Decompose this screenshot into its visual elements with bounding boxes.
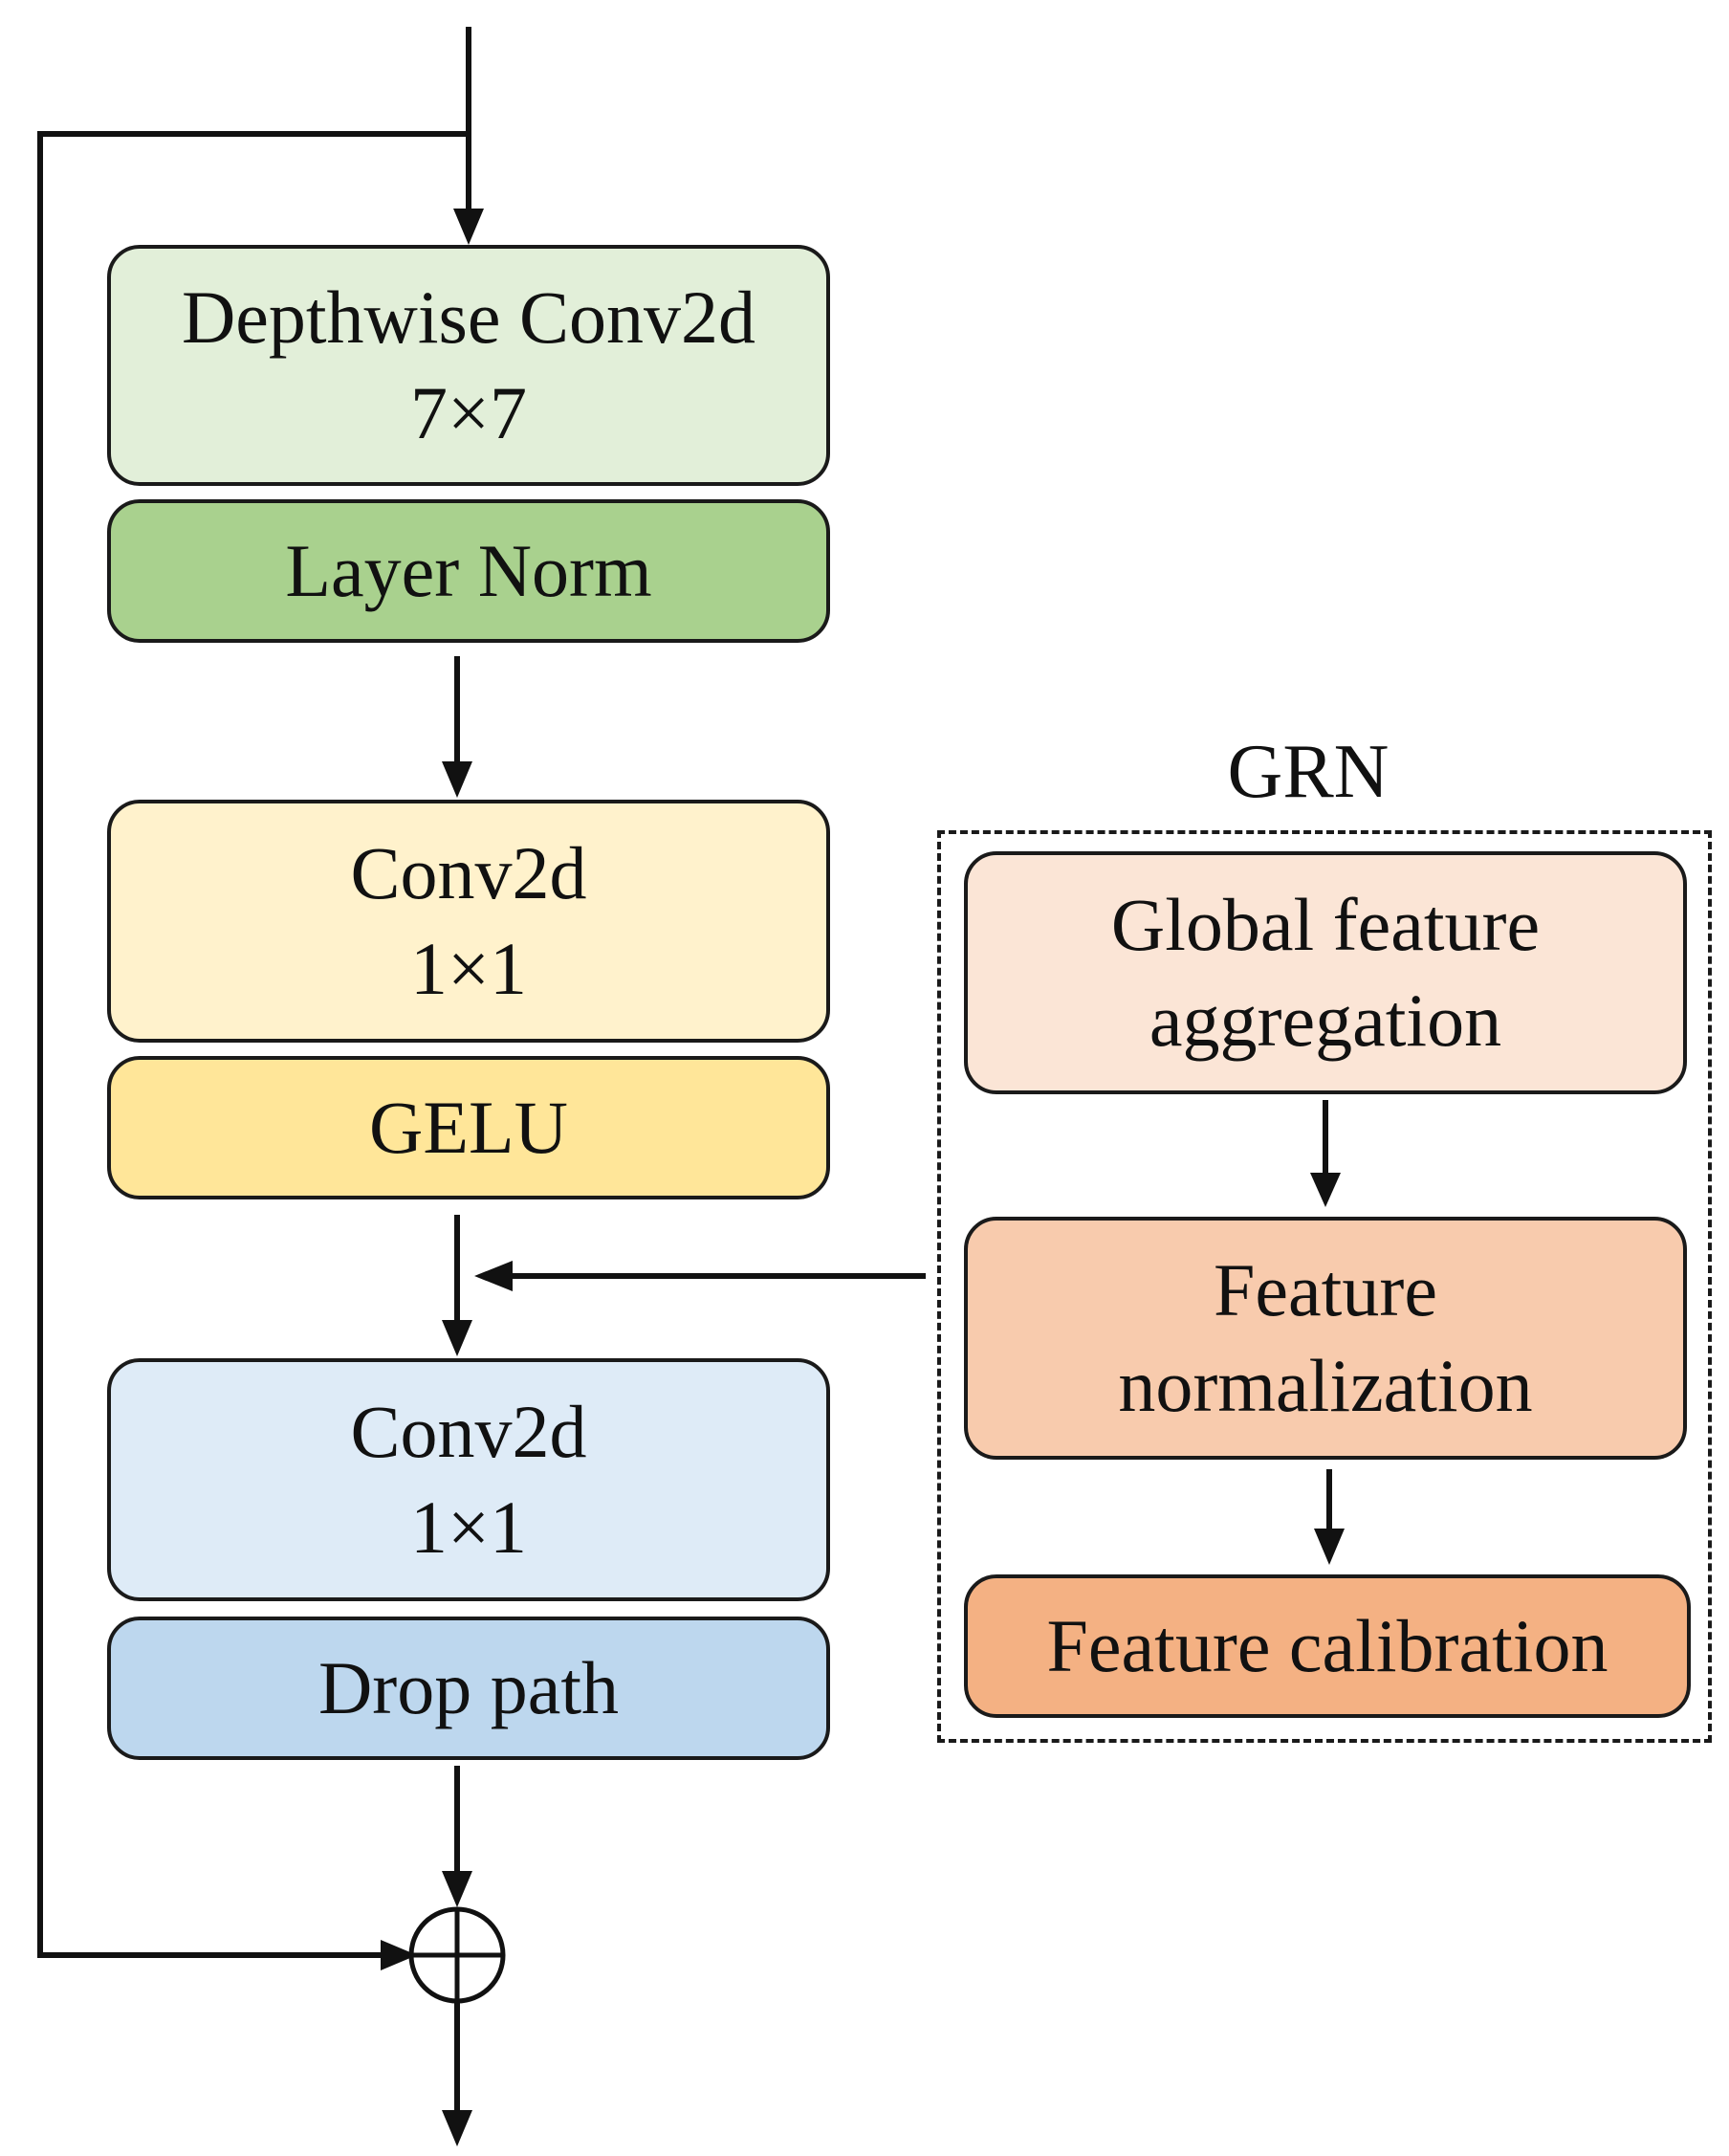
- input-arrowhead: [453, 209, 484, 245]
- drop-path-label: Drop path: [317, 1646, 620, 1729]
- feat-calib-label: Feature calibration: [1046, 1604, 1609, 1687]
- conv2d-1-kernel-size: 1×1: [410, 927, 527, 1010]
- residual-skip-line: [37, 131, 469, 1958]
- global-agg-line2: aggregation: [1149, 979, 1502, 1062]
- layer-norm-block: Layer Norm: [107, 499, 830, 643]
- output-arrowhead: [442, 2110, 472, 2146]
- arrowhead-drop-to-add: [442, 1871, 472, 1907]
- arrowhead-gelu-to-conv2: [442, 1320, 472, 1356]
- global-feature-aggregation-block: Global feature aggregation: [964, 851, 1687, 1094]
- grn-module-frame: [937, 830, 1712, 1743]
- gelu-block: GELU: [107, 1056, 830, 1199]
- arrowhead-grn-to-main: [474, 1261, 513, 1291]
- depthwise-conv-block: Depthwise Conv2d 7×7: [107, 245, 830, 486]
- layer-norm-label: Layer Norm: [285, 529, 652, 612]
- depthwise-kernel-size: 7×7: [410, 371, 527, 454]
- conv2d-block-2: Conv2d 1×1: [107, 1358, 830, 1601]
- conv2d-2-label: Conv2d: [350, 1390, 587, 1473]
- feature-normalization-block: Feature normalization: [964, 1217, 1687, 1460]
- feat-norm-line1: Feature: [1214, 1248, 1437, 1331]
- grn-title: GRN: [1227, 730, 1390, 814]
- gelu-label: GELU: [369, 1086, 568, 1169]
- conv2d-1-label: Conv2d: [350, 831, 587, 914]
- residual-skip-arrowhead: [381, 1940, 417, 1970]
- conv2d-block-1: Conv2d 1×1: [107, 800, 830, 1043]
- arrowhead-norm-to-calib: [1314, 1529, 1345, 1565]
- depthwise-conv-label: Depthwise Conv2d: [181, 275, 756, 359]
- drop-path-block: Drop path: [107, 1617, 830, 1760]
- arrowhead-norm-to-conv1: [442, 761, 472, 798]
- conv2d-2-kernel-size: 1×1: [410, 1485, 527, 1569]
- arrowhead-agg-to-norm: [1310, 1173, 1341, 1207]
- feature-calibration-block: Feature calibration: [964, 1574, 1691, 1718]
- global-agg-line1: Global feature: [1110, 883, 1541, 966]
- feat-norm-line2: normalization: [1118, 1344, 1533, 1427]
